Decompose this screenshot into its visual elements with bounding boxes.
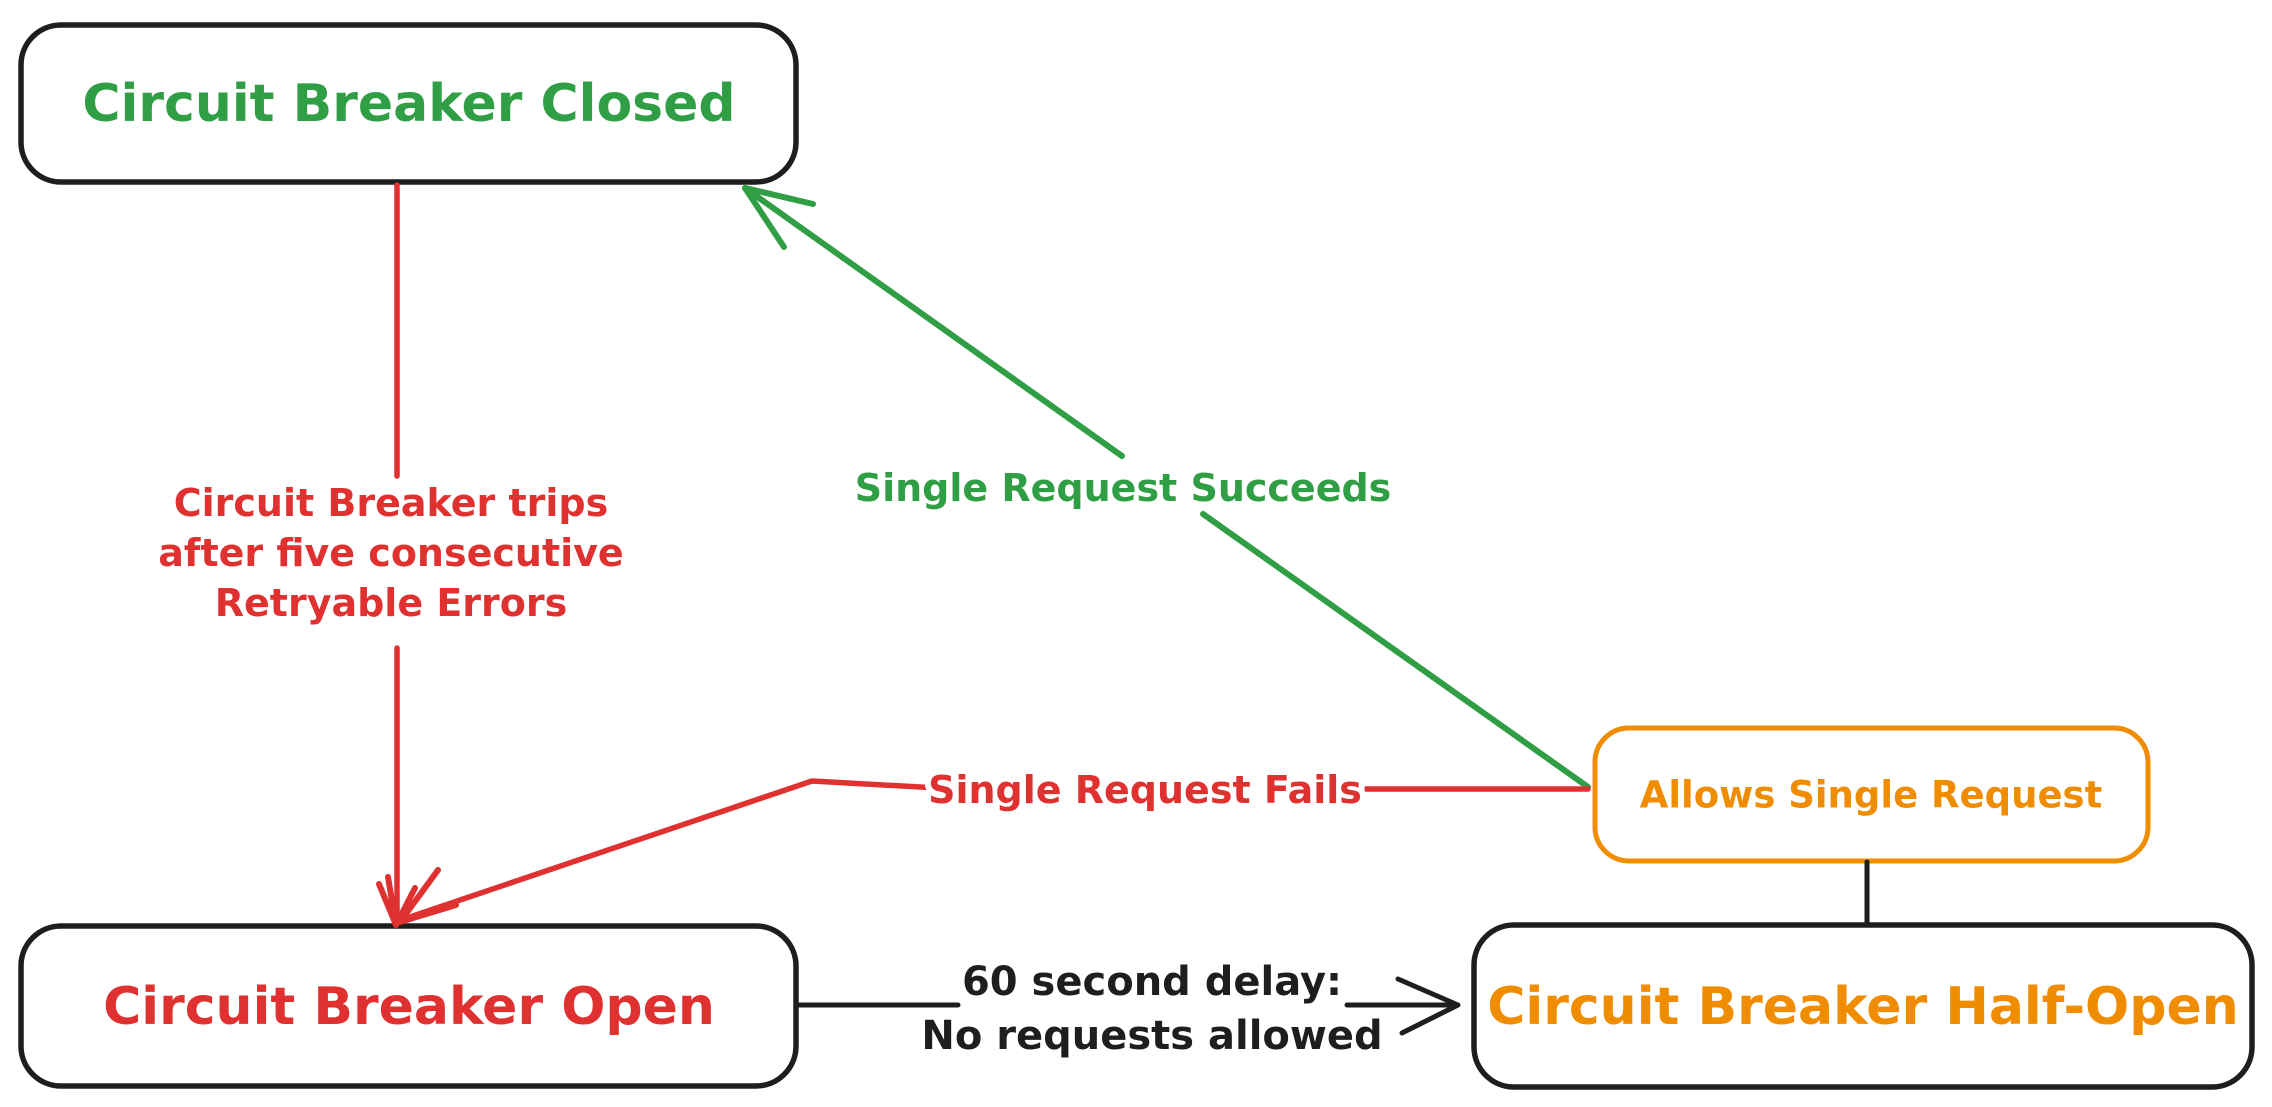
edge-succeeds-label: Single Request Succeeds [855,466,1392,510]
node-box-half-open [1471,922,2255,1090]
edge-succeeds-arrowhead-icon [742,185,816,250]
edge-succeeds-line-lower [1200,511,1591,790]
edge-delay-arrowhead-icon [1395,976,1461,1036]
edge-fails-label: Single Request Fails [928,768,1362,812]
node-label-open: Circuit Breaker Open [103,977,715,1037]
edge-trips: Circuit Breaker trips after five consecu… [152,182,630,928]
edge-delay-label-line-2: No requests allowed [921,1013,1382,1059]
node-box-allows-single-request [1592,725,2151,864]
node-circuit-breaker-open: Circuit Breaker Open [18,923,799,1089]
node-circuit-breaker-closed: Circuit Breaker Closed [18,22,799,185]
edge-fails-arrowhead-icon [397,867,459,925]
edge-succeeds-line-upper [742,185,1125,459]
edge-trips-label-line-2: after five consecutive [158,531,623,575]
edge-succeeds: Single Request Succeeds [742,185,1591,790]
edge-trips-label-line-3: Retryable Errors [215,581,567,625]
edge-fails-line-left [401,778,941,922]
edge-trips-arrowhead-barb-icon [385,874,399,928]
edge-fails: Single Request Fails [397,762,1591,925]
node-label-allows-single-request: Allows Single Request [1640,774,2103,817]
node-box-closed [18,22,799,185]
node-allows-single-request: Allows Single Request [1592,725,2151,864]
edge-trips-label-line-1: Circuit Breaker trips [174,481,609,525]
edge-delay: 60 second delay: No requests allowed [793,953,1461,1065]
node-label-closed: Circuit Breaker Closed [82,74,735,134]
edge-delay-label-line-1: 60 second delay: [962,959,1342,1005]
node-label-half-open: Circuit Breaker Half-Open [1487,977,2239,1037]
node-circuit-breaker-half-open: Circuit Breaker Half-Open [1471,922,2255,1090]
